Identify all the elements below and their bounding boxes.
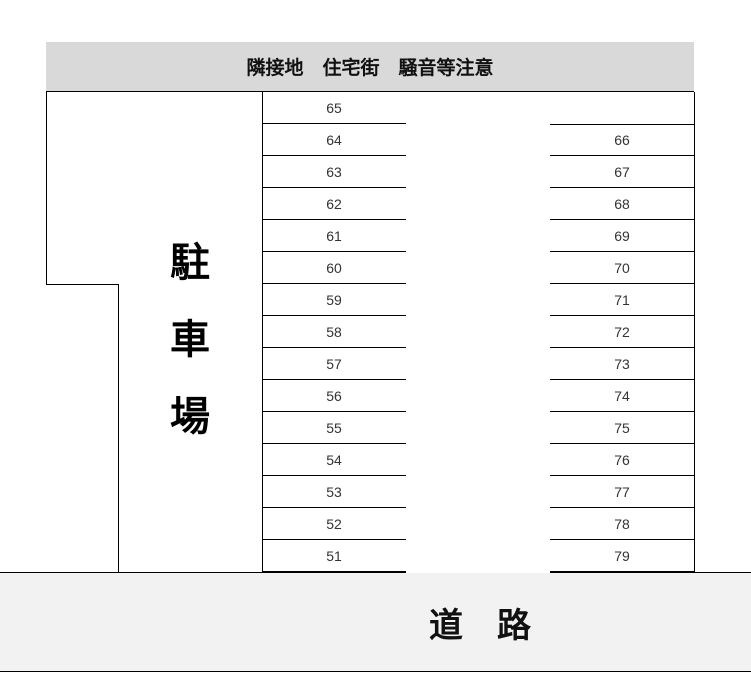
parking-slot: 63 bbox=[262, 156, 406, 188]
parking-char: 車 bbox=[170, 317, 210, 363]
left-column-border bbox=[262, 92, 263, 572]
parking-slot: 70 bbox=[550, 252, 694, 284]
parking-slot: 54 bbox=[262, 444, 406, 476]
parking-slot: 72 bbox=[550, 316, 694, 348]
parking-slot: 65 bbox=[262, 92, 406, 124]
parking-slot: 66 bbox=[550, 124, 694, 156]
parking-slot: 75 bbox=[550, 412, 694, 444]
parking-slot: 61 bbox=[262, 220, 406, 252]
parking-slot: 79 bbox=[550, 540, 694, 572]
parking-slot: 64 bbox=[262, 124, 406, 156]
parking-slot: 58 bbox=[262, 316, 406, 348]
parking-slot: 73 bbox=[550, 348, 694, 380]
parking-slot: 59 bbox=[262, 284, 406, 316]
right-column-border bbox=[694, 92, 695, 572]
parking-left-border-upper bbox=[46, 92, 47, 285]
parking-slot: 55 bbox=[262, 412, 406, 444]
parking-slot: 78 bbox=[550, 508, 694, 540]
parking-char: 場 bbox=[170, 394, 210, 440]
parking-slot: 69 bbox=[550, 220, 694, 252]
road-label: 道 路 bbox=[429, 606, 531, 646]
parking-slot: 53 bbox=[262, 476, 406, 508]
parking-slot: 52 bbox=[262, 508, 406, 540]
parking-left-border-lower bbox=[118, 284, 119, 572]
parking-slot: 77 bbox=[550, 476, 694, 508]
parking-lot-label: 駐 車 場 bbox=[150, 225, 230, 456]
parking-slot: 67 bbox=[550, 156, 694, 188]
road-entrance-gap bbox=[406, 566, 550, 573]
parking-slot: 68 bbox=[550, 188, 694, 220]
parking-slot: 57 bbox=[262, 348, 406, 380]
parking-step-border bbox=[46, 284, 119, 285]
parking-slot: 56 bbox=[262, 380, 406, 412]
parking-slot: 76 bbox=[550, 444, 694, 476]
parking-slot: 60 bbox=[262, 252, 406, 284]
parking-slot: 51 bbox=[262, 540, 406, 572]
parking-char: 駐 bbox=[170, 240, 210, 286]
parking-slot: 74 bbox=[550, 380, 694, 412]
adjacent-notice-header: 隣接地 住宅街 騒音等注意 bbox=[46, 42, 694, 92]
parking-slot: 71 bbox=[550, 284, 694, 316]
road bbox=[0, 572, 751, 672]
parking-slot: 62 bbox=[262, 188, 406, 220]
